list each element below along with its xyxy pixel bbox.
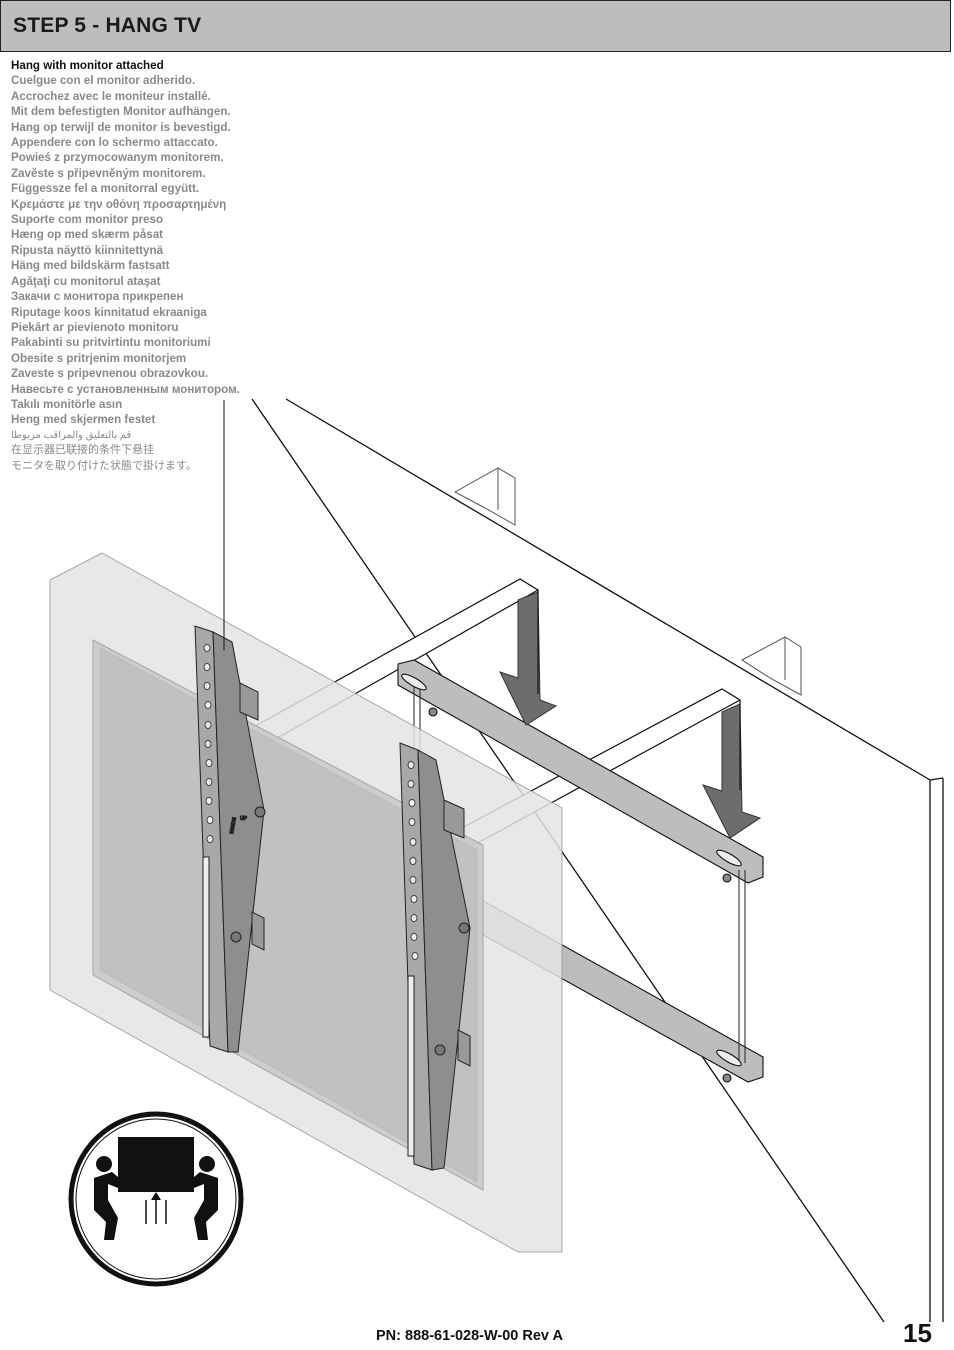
instruction-line: Heng med skjermen festet <box>11 413 156 427</box>
instruction-line: قم بالتعليق والمراقب مربوطا <box>11 429 132 441</box>
instruction-line: Cuelgue con el monitor adherido. <box>11 74 196 88</box>
bracket-holes-right <box>407 761 419 960</box>
instruction-line: Hæng op med skærm påsat <box>11 228 164 242</box>
instruction-line: Függessze fel a monitorral együtt. <box>11 182 200 196</box>
instruction-line: Hang with monitor attached <box>11 59 164 72</box>
instruction-line: Suporte com monitor preso <box>11 213 164 227</box>
instruction-line: 在显示器已联接的条件下悬挂 <box>11 444 154 457</box>
step-title: STEP 5 - HANG TV <box>13 14 202 37</box>
instruction-line: Κρεμάστε με την οθόνη προσαρτημένη <box>11 197 227 211</box>
instruction-line: モニタを取り付けた状態で掛けます。 <box>11 459 197 472</box>
instruction-line: Hang op terwijl de monitor is bevestigd. <box>11 120 231 134</box>
instruction-line: Obesite s pritrjenim monitorjem <box>11 351 187 365</box>
instruction-line: Ripusta näyttö kiinnitettynä <box>11 243 164 257</box>
instruction-line: Appendere con lo schermo attaccato. <box>11 136 218 150</box>
instruction-line: Piekārt ar pievienoto monitoru <box>11 320 179 334</box>
bracket-label-up: UP <box>240 816 248 822</box>
instruction-line: Accrochez avec le moniteur installé. <box>11 89 211 103</box>
part-number: PN: 888-61-028-W-00 Rev A <box>376 1328 563 1344</box>
instruction-line: Zaveste s pripevnenou obrazovkou. <box>11 367 209 381</box>
down-arrow-left <box>499 591 558 726</box>
step-header: STEP 5 - HANG TV <box>0 0 951 52</box>
instruction-line: Pakabinti su pritvirtintu monitoriumi <box>11 336 211 350</box>
instruction-line: Häng med bildskärm fastsatt <box>11 259 170 273</box>
instruction-line: Riputage koos kinnitatud ekraaniga <box>11 305 207 319</box>
instruction-line: Mit dem befestigten Monitor aufhängen. <box>11 105 231 119</box>
instruction-line: Zavěste s připevněným monitorem. <box>11 166 206 180</box>
two-person-lift-icon <box>68 1111 244 1287</box>
wall <box>251 398 944 1323</box>
instruction-line: Закачи с монитора прикрепен <box>11 290 184 304</box>
wall-stud-lower <box>741 636 802 696</box>
bracket-holes-left <box>203 644 214 843</box>
instruction-line: Takılı monitörle asın <box>11 397 123 411</box>
down-arrow-right <box>702 703 762 839</box>
instruction-line: Навесьте с установленным монитором. <box>11 382 240 396</box>
instruction-line: Powieś z przymocowanym monitorem. <box>11 151 224 165</box>
rail-guides-front <box>537 590 741 790</box>
instruction-line: Agăţaţi cu monitorul ataşat <box>11 274 161 288</box>
bracket-label-inside: INSIDE <box>229 816 238 834</box>
wall-stud-upper <box>453 467 516 526</box>
page-number: 15 <box>903 1318 932 1348</box>
